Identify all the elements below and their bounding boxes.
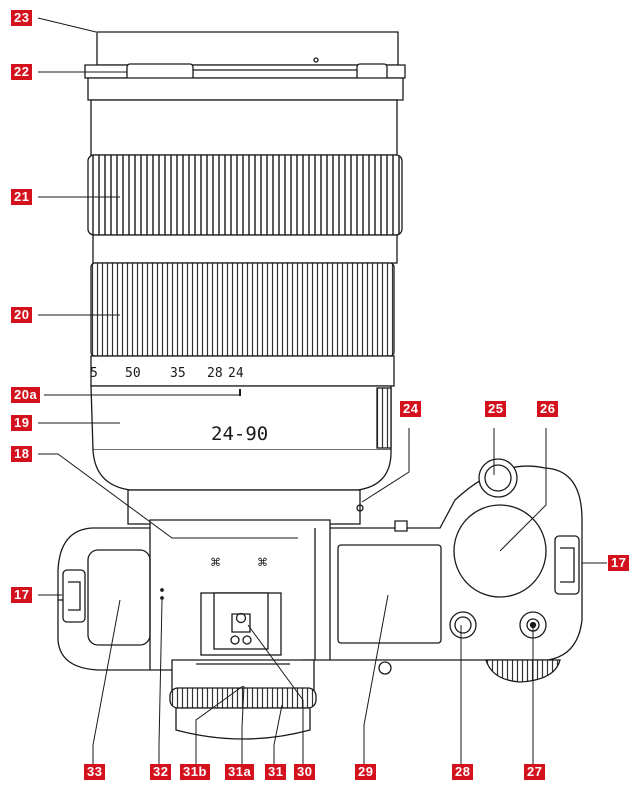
function-button-left <box>449 611 477 639</box>
lens-release-point <box>356 504 364 512</box>
callout-31: 31 <box>265 764 287 780</box>
top-display <box>337 544 442 644</box>
callout-27: 27 <box>524 764 546 780</box>
callout-21: 21 <box>11 189 33 205</box>
callout-31a: 31a <box>225 764 255 780</box>
strap-lug-right <box>554 535 580 595</box>
callout-26: 26 <box>537 401 559 417</box>
lens-scale-28: 28 <box>207 366 223 381</box>
lens-scale-35: 35 <box>170 366 186 381</box>
rear-thumbwheel <box>485 659 561 683</box>
callout-33: 33 <box>84 764 106 780</box>
callout-17-right: 17 <box>608 555 630 571</box>
callout-18: 18 <box>11 446 33 462</box>
lens-model-label: 24-90 <box>211 423 269 445</box>
lens-scale-band <box>90 355 395 387</box>
lens-barrel-top <box>90 99 398 156</box>
zoom-ring <box>90 262 395 357</box>
lens-scale-24: 24 <box>228 366 244 381</box>
lens-body-knurl <box>376 387 392 449</box>
hood-dot <box>313 57 319 63</box>
callout-30: 30 <box>294 764 316 780</box>
callout-19: 19 <box>11 415 33 431</box>
callout-17-left: 17 <box>11 587 33 603</box>
lens-mount <box>127 489 361 525</box>
callout-32: 32 <box>150 764 172 780</box>
callout-24: 24 <box>400 401 422 417</box>
lens-scale-50: 50 <box>125 366 141 381</box>
callout-23: 23 <box>11 10 33 26</box>
lens-mount-taper <box>92 449 392 491</box>
callout-20a: 20a <box>11 387 41 403</box>
callout-28: 28 <box>452 764 474 780</box>
callout-25: 25 <box>485 401 507 417</box>
callout-22: 22 <box>11 64 33 80</box>
svg-text:⌘: ⌘ <box>257 556 268 569</box>
callout-31b: 31b <box>180 764 210 780</box>
callout-20: 20 <box>11 307 33 323</box>
callout-29: 29 <box>355 764 377 780</box>
svg-text:⌘: ⌘ <box>210 556 221 569</box>
focus-ring <box>87 154 403 236</box>
lens-scale-partial: 5 <box>90 366 98 381</box>
lens-hood <box>96 31 399 66</box>
strap-lug-left <box>62 569 86 623</box>
